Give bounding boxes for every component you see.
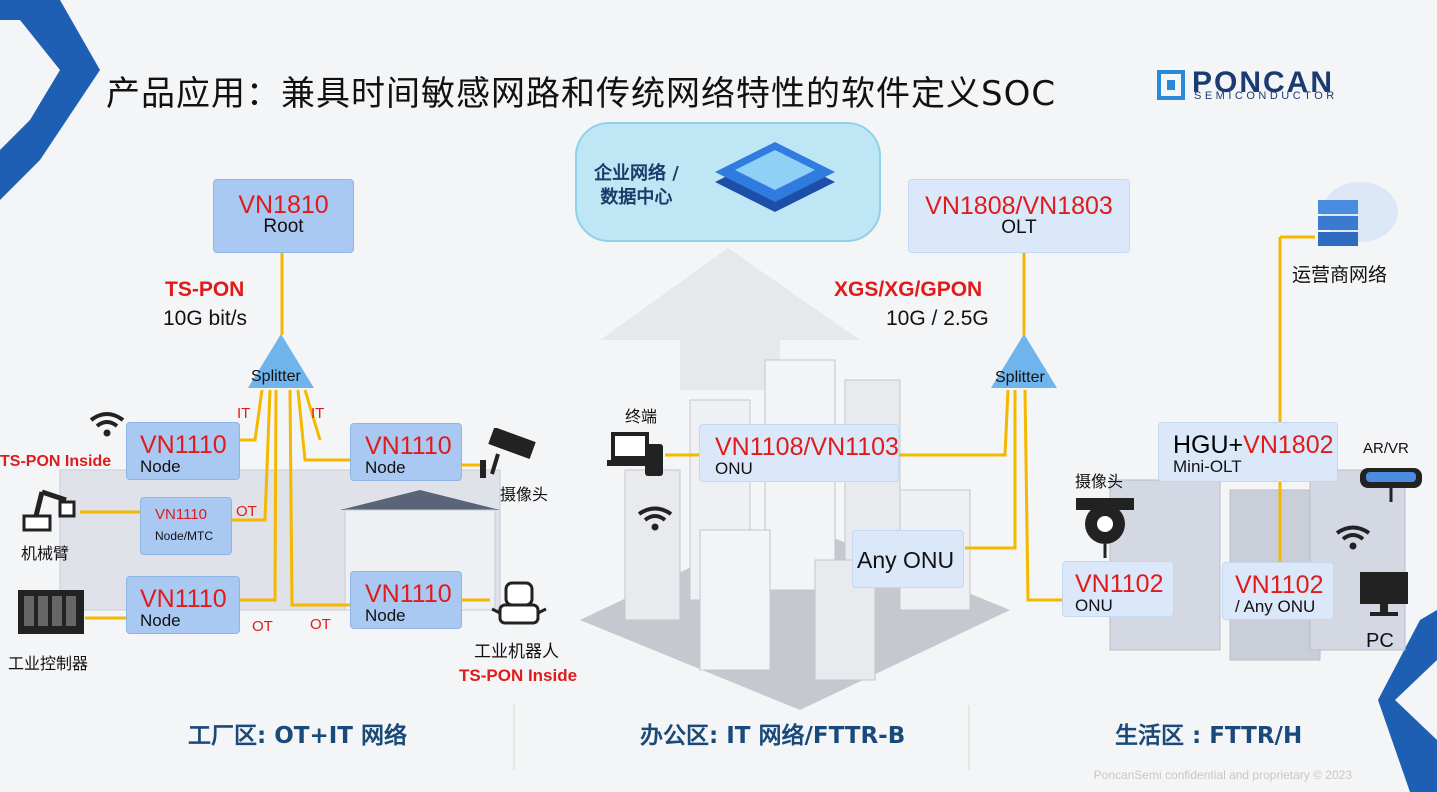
- node-box-5: VN1110 Node: [350, 571, 462, 629]
- section-factory: 工厂区: OT+IT 网络: [188, 723, 407, 749]
- vr-headset-icon: [1360, 468, 1422, 502]
- olt-role: OLT: [1001, 217, 1037, 238]
- industrial-robot-label: 工业机器人: [474, 642, 559, 661]
- node-4-role: Node: [365, 458, 406, 477]
- laptop-phone-icon: [607, 432, 663, 476]
- node-5-model: VN1110: [365, 580, 452, 608]
- logo-name: PONCAN: [1192, 66, 1335, 99]
- footer-confidential: PoncanSemi confidential and proprietary …: [1093, 768, 1352, 782]
- xgs-pon-label: XGS/XG/GPON: [834, 278, 983, 301]
- root-model: VN1810: [238, 191, 329, 219]
- robot-arm-icon: [22, 489, 76, 532]
- logo-subtitle: SEMICONDUCTOR: [1194, 90, 1338, 102]
- node-box-2: VN1110 Node/MTC: [140, 497, 232, 555]
- section-office: 办公区: IT 网络/FTTR-B: [640, 723, 906, 749]
- splitter-left-label: Splitter: [251, 368, 301, 385]
- node-box-1: VN1110 Node: [126, 422, 240, 480]
- poncan-logo-icon: [1157, 70, 1185, 100]
- onu1-model: VN1102: [1075, 570, 1164, 598]
- ts-pon-speed: 10G bit/s: [163, 307, 248, 330]
- corner-chevron-right: [1378, 610, 1437, 792]
- industrial-controller-icon: [18, 590, 84, 634]
- ts-pon-inside-bottom: TS-PON Inside: [459, 666, 578, 685]
- node-2-role: Node/MTC: [155, 529, 214, 543]
- splitter-left-icon: [248, 334, 314, 388]
- onu-role: ONU: [715, 459, 753, 478]
- background-up-arrow: [600, 248, 860, 390]
- node-box-3: VN1110 Node: [126, 576, 240, 634]
- corner-chevron-left: [0, 0, 100, 200]
- ts-pon-inside-left: TS-PON Inside: [0, 453, 112, 470]
- operator-network-label: 运营商网络: [1292, 265, 1388, 286]
- it-label-2: IT: [311, 405, 325, 422]
- arvr-label: AR/VR: [1363, 440, 1409, 457]
- node-box-4: VN1110 Node: [350, 423, 462, 481]
- onu-box-vn1108: VN1108/VN1103 ONU: [699, 424, 899, 482]
- onu-box-vn1102-1: VN1102 ONU: [1062, 561, 1174, 617]
- node-3-model: VN1110: [140, 585, 227, 613]
- wifi-icon-right: [1335, 525, 1371, 550]
- camera-label-left: 摄像头: [500, 487, 549, 504]
- olt-model: VN1808/VN1803: [925, 192, 1113, 220]
- any-onu-box: Any ONU: [852, 530, 964, 588]
- splitter-right-icon: [991, 334, 1057, 388]
- root-role: Root: [263, 216, 304, 237]
- cloud-label: 企业网络 / 数据中心: [594, 162, 679, 210]
- node-2-model: VN1110: [155, 506, 207, 523]
- onu2-model: VN1102: [1235, 571, 1324, 599]
- industrial-controller-label: 工业控制器: [8, 656, 89, 673]
- onu2-role: / Any ONU: [1235, 597, 1316, 616]
- dome-camera-icon: [1076, 498, 1134, 558]
- node-4-model: VN1110: [365, 432, 452, 460]
- datacenter-icon: [715, 142, 835, 212]
- ot-label-2: OT: [252, 618, 273, 635]
- ts-pon-label: TS-PON: [165, 278, 245, 301]
- pc-label: PC: [1366, 630, 1394, 652]
- robot-arm-label: 机械臂: [21, 546, 70, 563]
- hgu-model: VN1802: [1243, 431, 1334, 459]
- onu-box-vn1102-2: VN1102 / Any ONU: [1222, 562, 1334, 620]
- splitter-right-label: Splitter: [995, 369, 1045, 386]
- root-box-vn1810: VN1810 Root: [213, 179, 354, 253]
- security-camera-icon: [480, 428, 536, 478]
- node-5-role: Node: [365, 606, 406, 625]
- it-label-1: IT: [237, 405, 251, 422]
- camera-label-right: 摄像头: [1075, 474, 1124, 491]
- any-onu-label: Any ONU: [857, 547, 955, 573]
- hgu-role: Mini-OLT: [1173, 457, 1242, 476]
- hgu-box: HGU+VN1802 Mini-OLT: [1158, 422, 1338, 482]
- operator-server-cloud-icon: [1318, 182, 1398, 246]
- section-home: 生活区 : FTTR/H: [1115, 723, 1303, 749]
- terminal-label: 终端: [625, 409, 658, 426]
- node-1-model: VN1110: [140, 431, 227, 459]
- xgs-pon-speed: 10G / 2.5G: [886, 307, 989, 330]
- wifi-icon-left: [89, 412, 125, 437]
- ot-label-1: OT: [236, 503, 257, 520]
- olt-box-vn1808: VN1808/VN1803 OLT: [908, 179, 1130, 253]
- cloud-label-line1: 企业网络 /: [594, 163, 679, 184]
- wifi-icon-middle: [637, 506, 673, 531]
- cloud-label-line2: 数据中心: [600, 187, 673, 208]
- hgu-title: HGU+VN1802: [1173, 432, 1337, 458]
- hgu-prefix: HGU+: [1173, 431, 1244, 459]
- page-title: 产品应用：兼具时间敏感网路和传统网络特性的软件定义SOC: [106, 74, 1057, 114]
- pc-monitor-icon: [1360, 572, 1408, 616]
- onu1-role: ONU: [1075, 596, 1113, 615]
- node-1-role: Node: [140, 457, 181, 476]
- ot-label-3: OT: [310, 616, 331, 633]
- onu-model: VN1108/VN1103: [715, 433, 899, 461]
- industrial-robot-icon: [491, 581, 547, 625]
- node-3-role: Node: [140, 611, 181, 630]
